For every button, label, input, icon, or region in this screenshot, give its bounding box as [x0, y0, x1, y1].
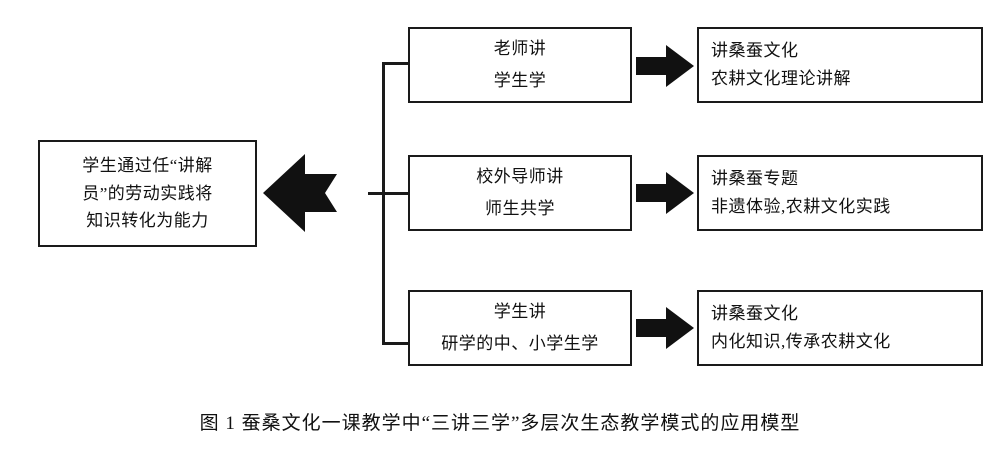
outcome-line-3: 知识转化为能力 [86, 211, 209, 231]
outcome-box: 学生通过任“讲解 员”的劳动实践将 知识转化为能力 [38, 140, 257, 247]
content-line-2: 农耕文化理论讲解 [711, 69, 851, 88]
method-box-row-2: 校外导师讲 师生共学 [408, 155, 632, 231]
outcome-line-2: 员”的劳动实践将 [82, 183, 213, 203]
bracket-spine [382, 62, 385, 345]
method-box-row-3: 学生讲 研学的中、小学生学 [408, 290, 632, 366]
bracket-arm-middle [382, 192, 408, 195]
row-1-right-arrow-icon [636, 45, 694, 87]
outcome-line-1: 学生通过任“讲解 [82, 156, 213, 176]
method-line-1: 老师讲 [493, 38, 547, 58]
content-line-1: 讲桑蚕文化 [711, 40, 799, 60]
aggregate-left-arrow-icon [263, 152, 363, 234]
bracket-arm-bottom [382, 342, 408, 345]
content-box-row-3: 讲桑蚕文化 内化知识,传承农耕文化 [697, 290, 983, 366]
figure-caption: 图 1 蚕桑文化一课教学中“三讲三学”多层次生态教学模式的应用模型 [199, 413, 801, 434]
row-2-right-arrow-icon [636, 172, 694, 214]
bracket-arm-top [382, 62, 408, 65]
bracket-stub-middle [368, 192, 386, 195]
row-3-right-arrow-icon [636, 307, 694, 349]
method-line-1: 校外导师讲 [476, 166, 564, 186]
content-line-1: 讲桑蚕专题 [711, 168, 799, 188]
method-box-row-1: 老师讲 学生学 [408, 27, 632, 103]
method-line-2: 学生学 [493, 71, 547, 90]
content-line-2: 非遗体验,农耕文化实践 [711, 197, 891, 216]
content-box-row-2: 讲桑蚕专题 非遗体验,农耕文化实践 [697, 155, 983, 231]
content-line-2: 内化知识,传承农耕文化 [711, 332, 891, 351]
content-line-1: 讲桑蚕文化 [711, 303, 799, 323]
method-line-2: 师生共学 [485, 199, 555, 218]
content-box-row-1: 讲桑蚕文化 农耕文化理论讲解 [697, 27, 983, 103]
bracket-connector [368, 62, 412, 345]
method-line-1: 学生讲 [493, 301, 547, 321]
method-line-2: 研学的中、小学生学 [441, 334, 599, 353]
